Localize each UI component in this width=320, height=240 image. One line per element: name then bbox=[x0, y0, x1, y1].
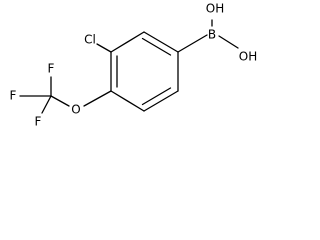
chloro-substituent: Cl bbox=[84, 33, 112, 53]
hydroxyl-lower-label: OH bbox=[239, 50, 257, 64]
benzene-ring bbox=[110, 31, 179, 112]
fluorine-bottom-label: F bbox=[35, 115, 42, 129]
boron-label: B bbox=[208, 28, 216, 42]
ring-bond-c1-c2 bbox=[143, 31, 179, 53]
ring-double-bond-inner-lower bbox=[141, 87, 172, 106]
ring-bond-c3-c4 bbox=[143, 90, 179, 112]
chlorine-label: Cl bbox=[84, 33, 96, 47]
bond-boron-oh-lower bbox=[218, 35, 239, 49]
chemical-structure-diagram: B OH OH Cl O F F F bbox=[10, 2, 258, 129]
ring-double-bond-inner-right bbox=[141, 37, 172, 56]
trifluoromethoxy-substituent: O F F F bbox=[10, 62, 112, 129]
bond-carbon-fluorine-bottom bbox=[41, 95, 52, 114]
ring-bond-c6-c1 bbox=[110, 31, 145, 53]
hydroxyl-upper-label: OH bbox=[206, 2, 224, 16]
boronic-acid-group: B OH OH bbox=[177, 2, 257, 64]
bond-ring-boron bbox=[177, 34, 208, 53]
fluorine-top-label: F bbox=[48, 62, 55, 76]
bond-ring-chlorine bbox=[96, 43, 112, 53]
ether-oxygen-label: O bbox=[71, 103, 80, 117]
ring-bond-c4-c5 bbox=[110, 90, 145, 112]
bond-oxygen-carbon bbox=[50, 95, 70, 107]
bond-ring-oxygen bbox=[83, 90, 112, 107]
fluorine-left-label: F bbox=[10, 89, 17, 103]
